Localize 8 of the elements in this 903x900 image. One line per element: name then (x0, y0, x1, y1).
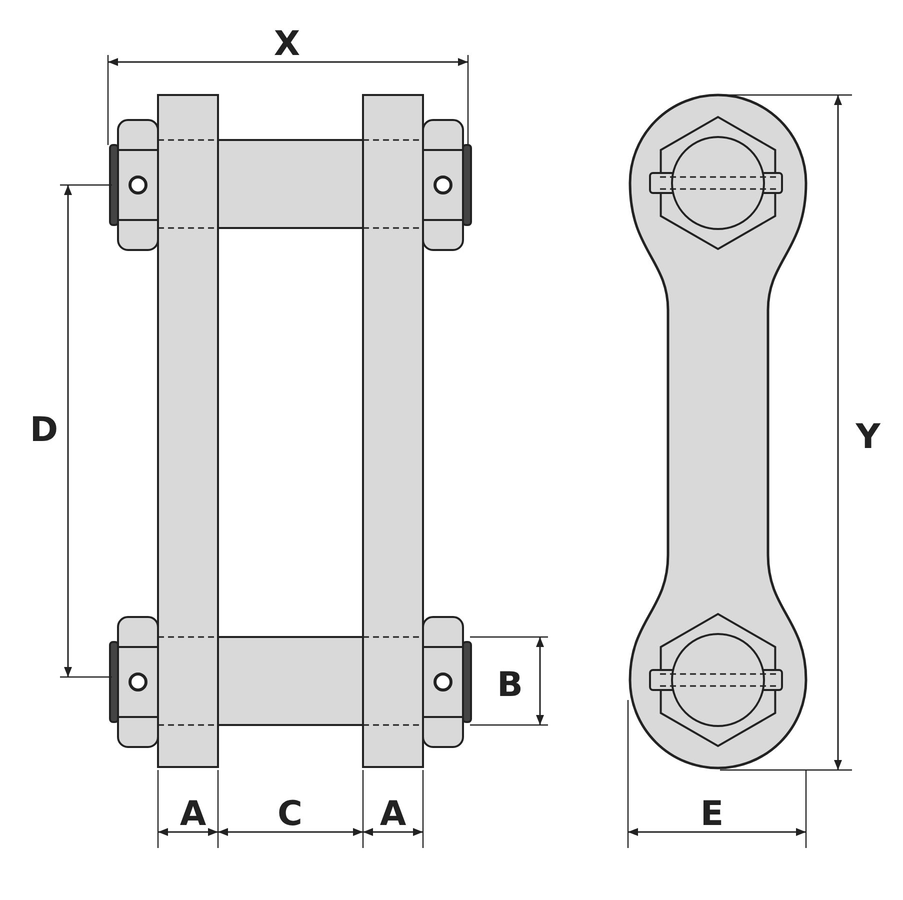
dimension-label: B (497, 668, 523, 702)
dimension-label: Y (856, 420, 880, 454)
dimension-label: C (278, 797, 302, 831)
dimension-label: A (180, 797, 206, 831)
dimension-label: A (380, 797, 406, 831)
dimension-label: E (700, 797, 724, 831)
dimension-label: D (30, 413, 58, 447)
dimension-label: X (274, 27, 300, 61)
